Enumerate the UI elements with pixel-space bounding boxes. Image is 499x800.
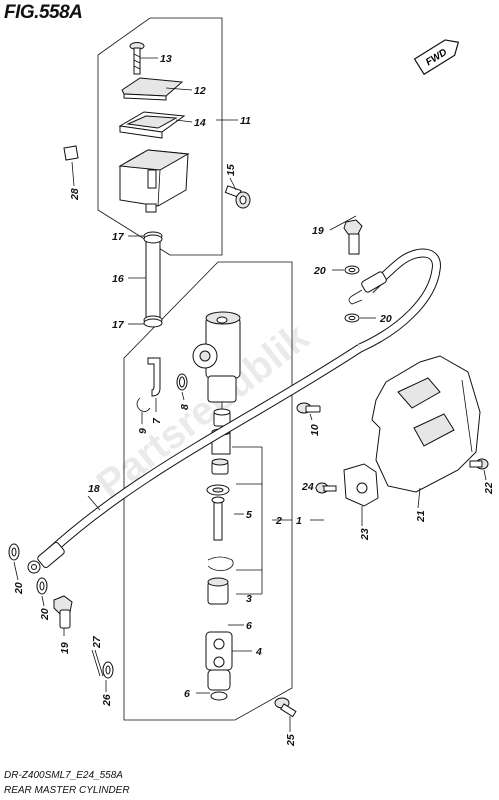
leader-lines: [13, 57, 487, 732]
callout-10: 10: [309, 424, 321, 436]
bracket-23: [343, 463, 379, 507]
callout-26: 26: [101, 694, 113, 707]
union-bolt-19-upper: [343, 219, 363, 255]
callout-25: 25: [285, 734, 297, 747]
callout-20-c: 20: [13, 582, 25, 595]
callout-9: 9: [137, 428, 149, 434]
callout-6-lower: 6: [184, 688, 190, 700]
reservoir-cap-12: [121, 77, 184, 97]
callout-19-upper: 19: [312, 225, 324, 237]
brake-hose-18: [27, 248, 441, 574]
figure-title: FIG.558A: [4, 2, 83, 23]
callout-20-d: 20: [39, 608, 51, 621]
washer-20-b: [344, 313, 360, 323]
callout-17-lower: 17: [112, 319, 125, 331]
callout-27: 27: [91, 635, 103, 649]
watermark: Partsrepublik: [88, 315, 317, 508]
callout-21: 21: [415, 510, 427, 523]
callout-3: 3: [246, 593, 252, 605]
section-name: REAR MASTER CYLINDER: [4, 785, 130, 796]
master-cylinder-body: [192, 311, 241, 416]
reservoir-body-11: [118, 149, 190, 213]
callout-16: 16: [112, 273, 124, 285]
washer-20-c: [8, 543, 20, 561]
callout-7: 7: [151, 417, 163, 424]
callout-5: 5: [246, 509, 252, 521]
callout-4: 4: [255, 646, 262, 658]
callout-6-upper: 6: [246, 620, 252, 632]
screw-13: [129, 42, 145, 75]
circlip-9: [136, 397, 151, 412]
callout-12: 12: [194, 85, 206, 97]
rod-end-4: [205, 631, 233, 691]
hose-clamp-17-upper: [143, 231, 163, 244]
cover-21: [371, 355, 481, 493]
callout-13: 13: [160, 53, 172, 65]
callout-22: 22: [483, 482, 495, 495]
cotter-pin-27: [91, 649, 104, 677]
callout-20-a: 20: [313, 265, 326, 277]
washer-20-a: [344, 265, 360, 275]
callout-20-b: 20: [379, 313, 392, 325]
callout-17-upper: 17: [112, 231, 125, 243]
callout-8: 8: [179, 404, 191, 410]
callout-11: 11: [240, 115, 251, 127]
callout-1: 1: [296, 515, 302, 527]
callout-19-lower: 19: [59, 642, 71, 654]
union-bolt-19-lower: [53, 595, 73, 629]
washer-20-d: [36, 577, 48, 595]
screw-24: [315, 482, 337, 494]
callout-14: 14: [194, 117, 206, 129]
label-28: [63, 145, 79, 161]
callout-18: 18: [88, 483, 100, 495]
callout-24: 24: [301, 481, 314, 493]
callout-23: 23: [359, 528, 371, 541]
master-cylinder-group-outline: [123, 261, 293, 721]
callout-15: 15: [225, 164, 237, 176]
pin-25: [274, 697, 297, 718]
callout-2: 2: [275, 515, 282, 527]
elbow-joint-7: [147, 357, 161, 397]
callout-28: 28: [69, 188, 81, 201]
bolt-22: [469, 458, 489, 470]
nut-6-lower: [210, 691, 228, 701]
reservoir-group-outline: [97, 17, 223, 256]
catalog-code: DR-Z400SML7_E24_558A: [4, 770, 123, 781]
bolt-10: [296, 402, 321, 414]
bolt-15: [224, 185, 251, 209]
fwd-direction-badge: FWD: [413, 39, 460, 76]
reservoir-hose-16: [145, 234, 161, 321]
diaphragm-14: [118, 111, 186, 139]
hose-clamp-17-lower: [143, 315, 163, 328]
callout-numbers: 13 12 14 11 15 28 17 16 17 7 8 9 10 5 2 …: [13, 53, 495, 747]
